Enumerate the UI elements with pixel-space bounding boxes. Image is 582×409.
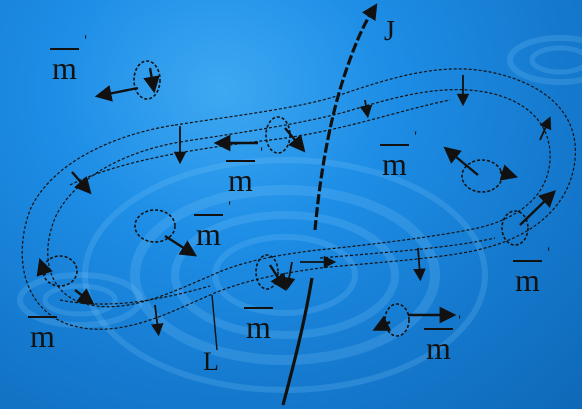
loop-label-L: L	[203, 347, 219, 376]
background-ripples	[17, 35, 582, 393]
moment-label-5: m'	[513, 245, 550, 298]
moment-arrows	[36, 67, 557, 331]
current-wire-lower	[281, 277, 314, 406]
current-label-J: J	[384, 16, 395, 47]
moment-label-2: m'	[226, 145, 263, 198]
moment-label-7: m	[244, 307, 273, 345]
moment-label-1: m'	[50, 33, 87, 86]
current-wire-upper	[313, 3, 378, 231]
loop-label-pointer	[211, 294, 218, 351]
tube-flux-arrows	[150, 75, 552, 337]
moment-label-8: m'	[424, 313, 461, 366]
moment-label-4: m'	[194, 199, 231, 252]
moment-label-6: m	[28, 316, 57, 354]
moment-label-3: m'	[380, 129, 417, 182]
